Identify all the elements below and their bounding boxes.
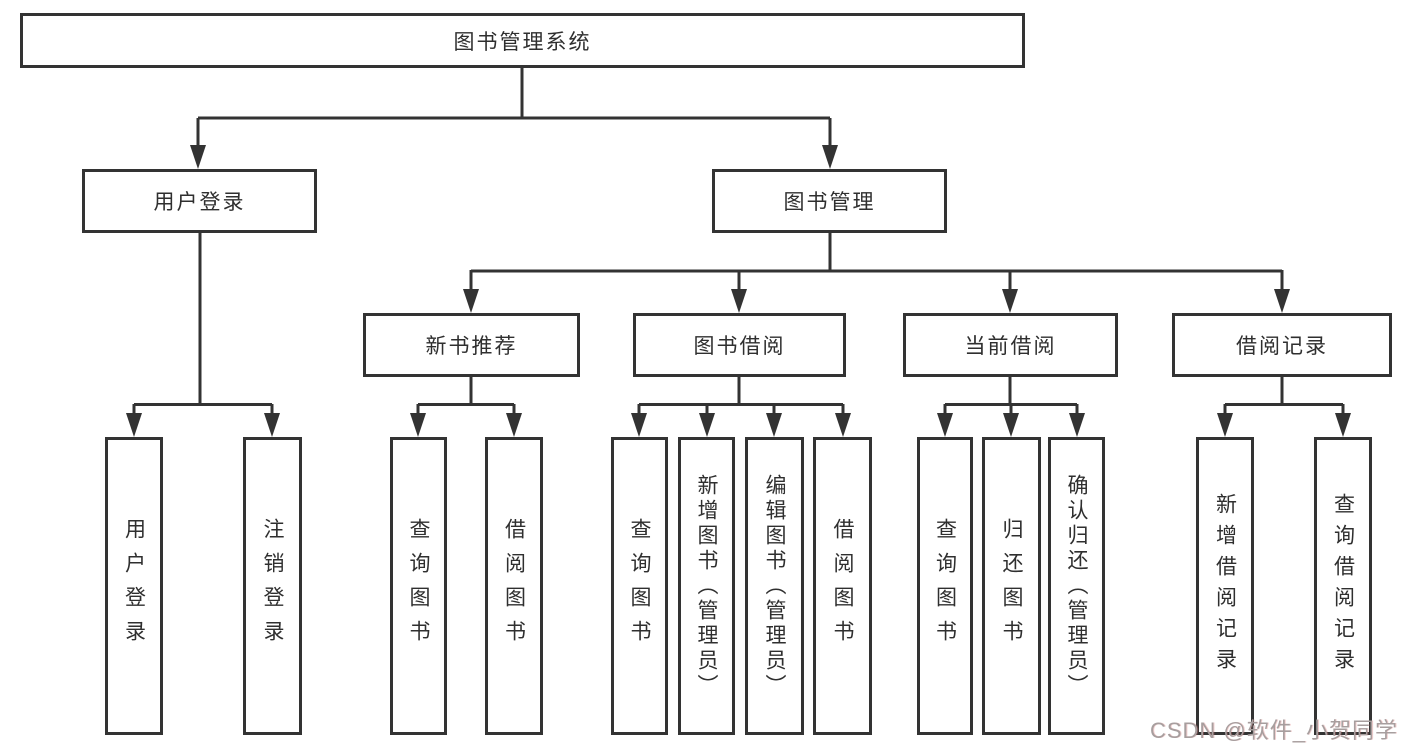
leaf-label: 查询借阅记录 — [1331, 493, 1355, 679]
arrowhead — [506, 413, 522, 437]
arrowhead — [1217, 413, 1233, 437]
arrowhead — [264, 413, 280, 437]
leaf-label: 注销登录 — [261, 518, 284, 654]
node-library-management-system: 图书管理系统 — [20, 13, 1025, 68]
leaf-query-books-recommend: 查询图书 — [390, 437, 447, 735]
node-label: 图书借阅 — [693, 335, 786, 358]
node-label: 用户登录 — [153, 191, 246, 214]
node-book-management: 图书管理 — [712, 169, 947, 233]
leaf-query-books-borrow: 查询图书 — [611, 437, 668, 735]
leaf-label: 查询图书 — [407, 518, 430, 654]
leaf-label: 借阅图书 — [831, 518, 854, 654]
arrowhead — [1069, 413, 1085, 437]
arrowhead — [1274, 289, 1290, 313]
arrowhead — [835, 413, 851, 437]
node-label: 图书管理系统 — [453, 30, 592, 54]
leaf-query-borrow-record: 查询借阅记录 — [1314, 437, 1372, 735]
arrowhead — [463, 289, 479, 313]
node-borrowing-records: 借阅记录 — [1172, 313, 1392, 377]
node-book-borrowing: 图书借阅 — [633, 313, 846, 377]
leaf-label: 编辑图书（管理员） — [763, 473, 786, 699]
arrowhead — [822, 145, 838, 169]
node-new-book-recommendation: 新书推荐 — [363, 313, 580, 377]
leaf-label: 新增借阅记录 — [1213, 493, 1237, 679]
leaf-user-login: 用户登录 — [105, 437, 163, 735]
arrowhead — [766, 413, 782, 437]
csdn-watermark: CSDN @软件_小贺同学 — [1149, 718, 1398, 743]
arrowhead — [1002, 289, 1018, 313]
node-label: 当前借阅 — [964, 335, 1057, 358]
leaf-label: 用户登录 — [122, 518, 146, 654]
leaf-label: 新增图书（管理员） — [695, 473, 718, 699]
arrowhead — [731, 289, 747, 313]
arrowhead — [410, 413, 426, 437]
leaf-query-books-current: 查询图书 — [917, 437, 973, 735]
arrowhead — [699, 413, 715, 437]
arrowhead — [937, 413, 953, 437]
leaf-edit-books-admin: 编辑图书（管理员） — [745, 437, 804, 735]
leaf-add-borrow-record: 新增借阅记录 — [1196, 437, 1254, 735]
leaf-label: 归还图书 — [1000, 518, 1023, 654]
leaf-label: 查询图书 — [933, 518, 957, 654]
arrowhead — [631, 413, 647, 437]
leaf-label: 查询图书 — [628, 518, 651, 654]
node-label: 借阅记录 — [1236, 335, 1328, 358]
leaf-logout: 注销登录 — [243, 437, 302, 735]
leaf-confirm-return-admin: 确认归还（管理员） — [1048, 437, 1105, 735]
leaf-return-books: 归还图书 — [982, 437, 1041, 735]
node-current-borrowing: 当前借阅 — [903, 313, 1118, 377]
leaf-add-books-admin: 新增图书（管理员） — [678, 437, 735, 735]
leaf-label: 借阅图书 — [502, 518, 526, 654]
node-label: 新书推荐 — [425, 335, 518, 358]
node-user-login: 用户登录 — [82, 169, 317, 233]
arrowhead — [1335, 413, 1351, 437]
node-label: 图书管理 — [783, 191, 876, 214]
leaf-borrow-books-recommend: 借阅图书 — [485, 437, 543, 735]
arrowhead — [1003, 413, 1019, 437]
leaf-borrow-books: 借阅图书 — [813, 437, 872, 735]
leaf-label: 确认归还（管理员） — [1065, 473, 1088, 699]
arrowhead — [190, 145, 206, 169]
arrowhead — [126, 413, 142, 437]
